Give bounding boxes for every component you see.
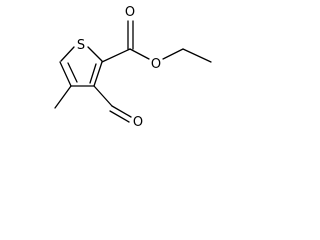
bond-s1-c2 — [87, 46, 103, 62]
bond-c5-s1 — [60, 46, 75, 62]
bond-c2-c3-inner — [89, 63, 97, 84]
bond-oether-ch2 — [162, 48, 184, 60]
bond-ch2-ch3 — [182, 48, 212, 63]
bond-c2-carbonyl — [101, 48, 131, 63]
aldehyde-oxygen-label: O — [133, 115, 143, 130]
ester-group — [101, 20, 212, 63]
thiophene-ring — [59, 46, 103, 87]
chemical-structure: S O O O — [54, 5, 212, 130]
bond-cho-o-double-b — [109, 110, 130, 123]
carbonyl-oxygen-label: O — [125, 5, 135, 20]
bond-cho-o-double-a — [111, 105, 132, 118]
bond-carbonyl-oether — [129, 48, 150, 60]
sulfur-atom-label: S — [77, 38, 85, 53]
structure-canvas: S O O O — [0, 0, 223, 142]
bond-c2-c3 — [93, 61, 103, 87]
bond-c3-cho — [93, 85, 113, 107]
bond-c4-c5-inner — [67, 62, 78, 83]
bond-c4-c5 — [59, 61, 72, 87]
bond-c4-methyl — [54, 85, 72, 109]
ether-oxygen-label: O — [151, 57, 161, 72]
aldehyde-group — [93, 85, 132, 123]
